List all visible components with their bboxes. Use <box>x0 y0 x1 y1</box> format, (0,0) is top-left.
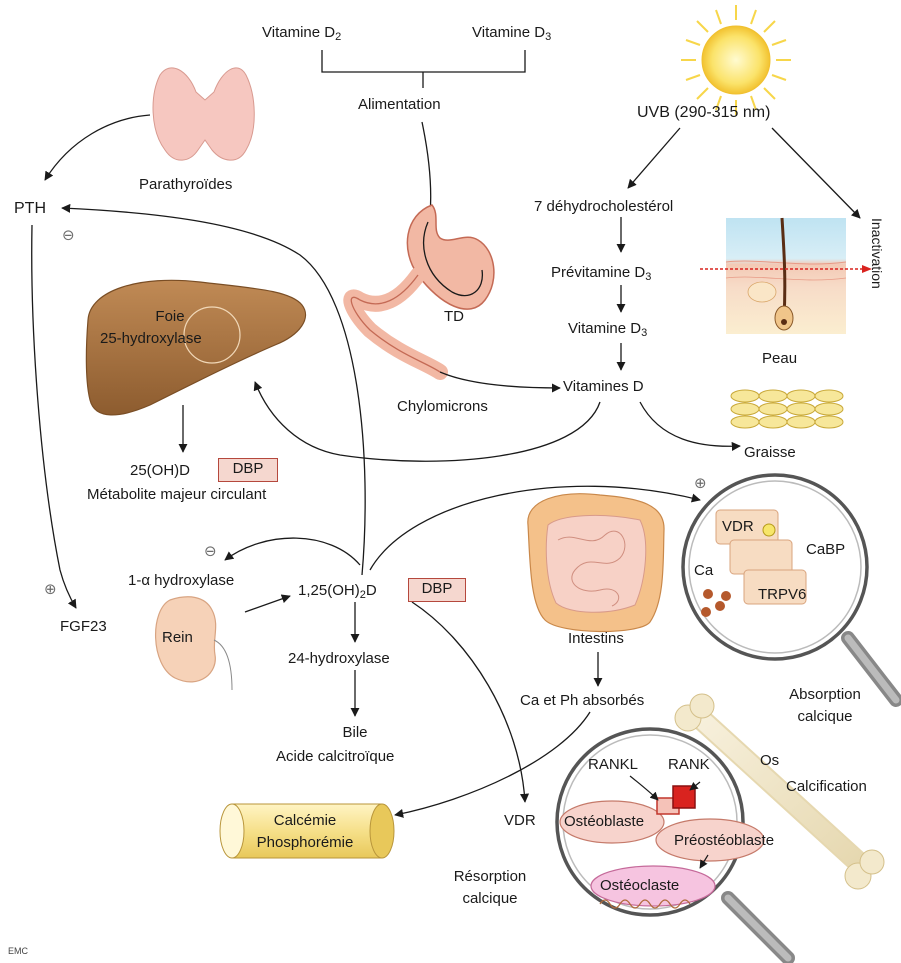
peau-label: Peau <box>762 350 797 368</box>
diet-bracket <box>322 50 525 88</box>
foie-label: Foie <box>140 308 200 326</box>
uvb-label: UVB (290-315 nm) <box>637 104 770 122</box>
resorption-label-2: calcique <box>440 890 540 908</box>
diet-to-stomach-line <box>422 122 431 215</box>
emc-logo: EMC <box>8 942 28 960</box>
dbp-badge-1: DBP <box>218 458 278 482</box>
absorption-label-1: Absorption <box>770 686 880 704</box>
bile-label: Bile <box>325 724 385 742</box>
digestive-tract-illustration <box>351 205 494 372</box>
calcitriol-to-alpha-arrow <box>225 538 360 565</box>
plus-sign-intestine: ⊕ <box>694 474 707 492</box>
minus-sign-alpha: ⊖ <box>204 542 217 560</box>
alpha-hydroxylase-label: 1-α hydroxylase <box>128 572 234 590</box>
alimentation-label: Alimentation <box>358 96 441 114</box>
minus-sign-pth: ⊖ <box>62 226 75 244</box>
graisse-label: Graisse <box>744 444 796 462</box>
calcitriol-to-vdr-arrow <box>412 602 525 802</box>
uvb-to-dehydro-arrow <box>628 128 680 188</box>
intestins-label: Intestins <box>568 630 624 648</box>
rein-label: Rein <box>162 629 193 647</box>
24-hydroxylase-label: 24-hydroxylase <box>288 650 390 668</box>
rankl-label: RANKL <box>588 756 638 774</box>
cabp-label: CaBP <box>806 541 845 559</box>
ca-label: Ca <box>694 562 713 580</box>
intestines-illustration <box>528 494 664 632</box>
25-hydroxylase-label: 25-hydroxylase <box>100 330 202 348</box>
pth-to-fgf23-arrow <box>32 225 76 608</box>
chylomicrons-label: Chylomicrons <box>397 398 488 416</box>
osteoblaste-label: Ostéoblaste <box>564 813 644 831</box>
vdr-label: VDR <box>504 812 536 830</box>
calcemie-label: Calcémie <box>240 812 370 830</box>
dehydrocholesterol-label: 7 déhydrocholestérol <box>534 198 673 216</box>
parathyroides-label: Parathyroïdes <box>139 176 232 194</box>
phosphoremie-label: Phosphorémie <box>240 834 370 852</box>
vitamines-to-fat-arrow <box>640 402 740 446</box>
resorption-label-1: Résorption <box>440 868 540 886</box>
vitamin-d3-label: Vitamine D3 <box>568 320 647 342</box>
stomach-to-vitamines-arrow <box>440 372 560 388</box>
vitamin-d2-label: Vitamine D2 <box>262 24 341 46</box>
sun-icon <box>681 5 791 115</box>
plus-sign-fgf23: ⊕ <box>44 580 57 598</box>
absorption-label-2: calcique <box>770 708 880 726</box>
vitamines-to-liver-arrow <box>255 382 600 461</box>
parathyroid-illustration <box>153 68 254 160</box>
acide-calcitroique-label: Acide calcitroïque <box>276 748 394 766</box>
kidney-to-calcitriol-arrow <box>245 596 290 612</box>
calcitriol-label: 1,25(OH)2D <box>298 582 377 604</box>
td-label: TD <box>444 308 464 326</box>
vitamin-d3-top-label: Vitamine D3 <box>472 24 551 46</box>
25ohd-label: 25(OH)D <box>130 462 190 480</box>
osteoclaste-label: Ostéoclaste <box>600 877 679 895</box>
calcification-label: Calcification <box>786 778 867 796</box>
dbp-badge-2: DBP <box>408 578 466 602</box>
parathyroid-to-pth-arrow <box>45 115 150 180</box>
inactivation-label: Inactivation <box>868 218 886 289</box>
fgf23-label: FGF23 <box>60 618 107 636</box>
uvb-to-inactivation-arrow <box>772 128 860 218</box>
previtamin-d3-label: Prévitamine D3 <box>551 264 651 286</box>
rank-label: RANK <box>668 756 710 774</box>
fat-tissue-illustration <box>731 390 843 428</box>
ca-ph-absorbed-label: Ca et Ph absorbés <box>520 692 644 710</box>
vdr-cell-label: VDR <box>722 518 754 536</box>
trpv6-label: TRPV6 <box>758 586 806 604</box>
os-label: Os <box>760 752 779 770</box>
preosteoblaste-label: Préostéoblaste <box>674 832 774 850</box>
skin-illustration <box>700 218 872 334</box>
vitamines-d-label: Vitamines D <box>563 378 644 396</box>
metabolite-label: Métabolite majeur circulant <box>87 486 266 504</box>
pth-label: PTH <box>14 200 46 218</box>
